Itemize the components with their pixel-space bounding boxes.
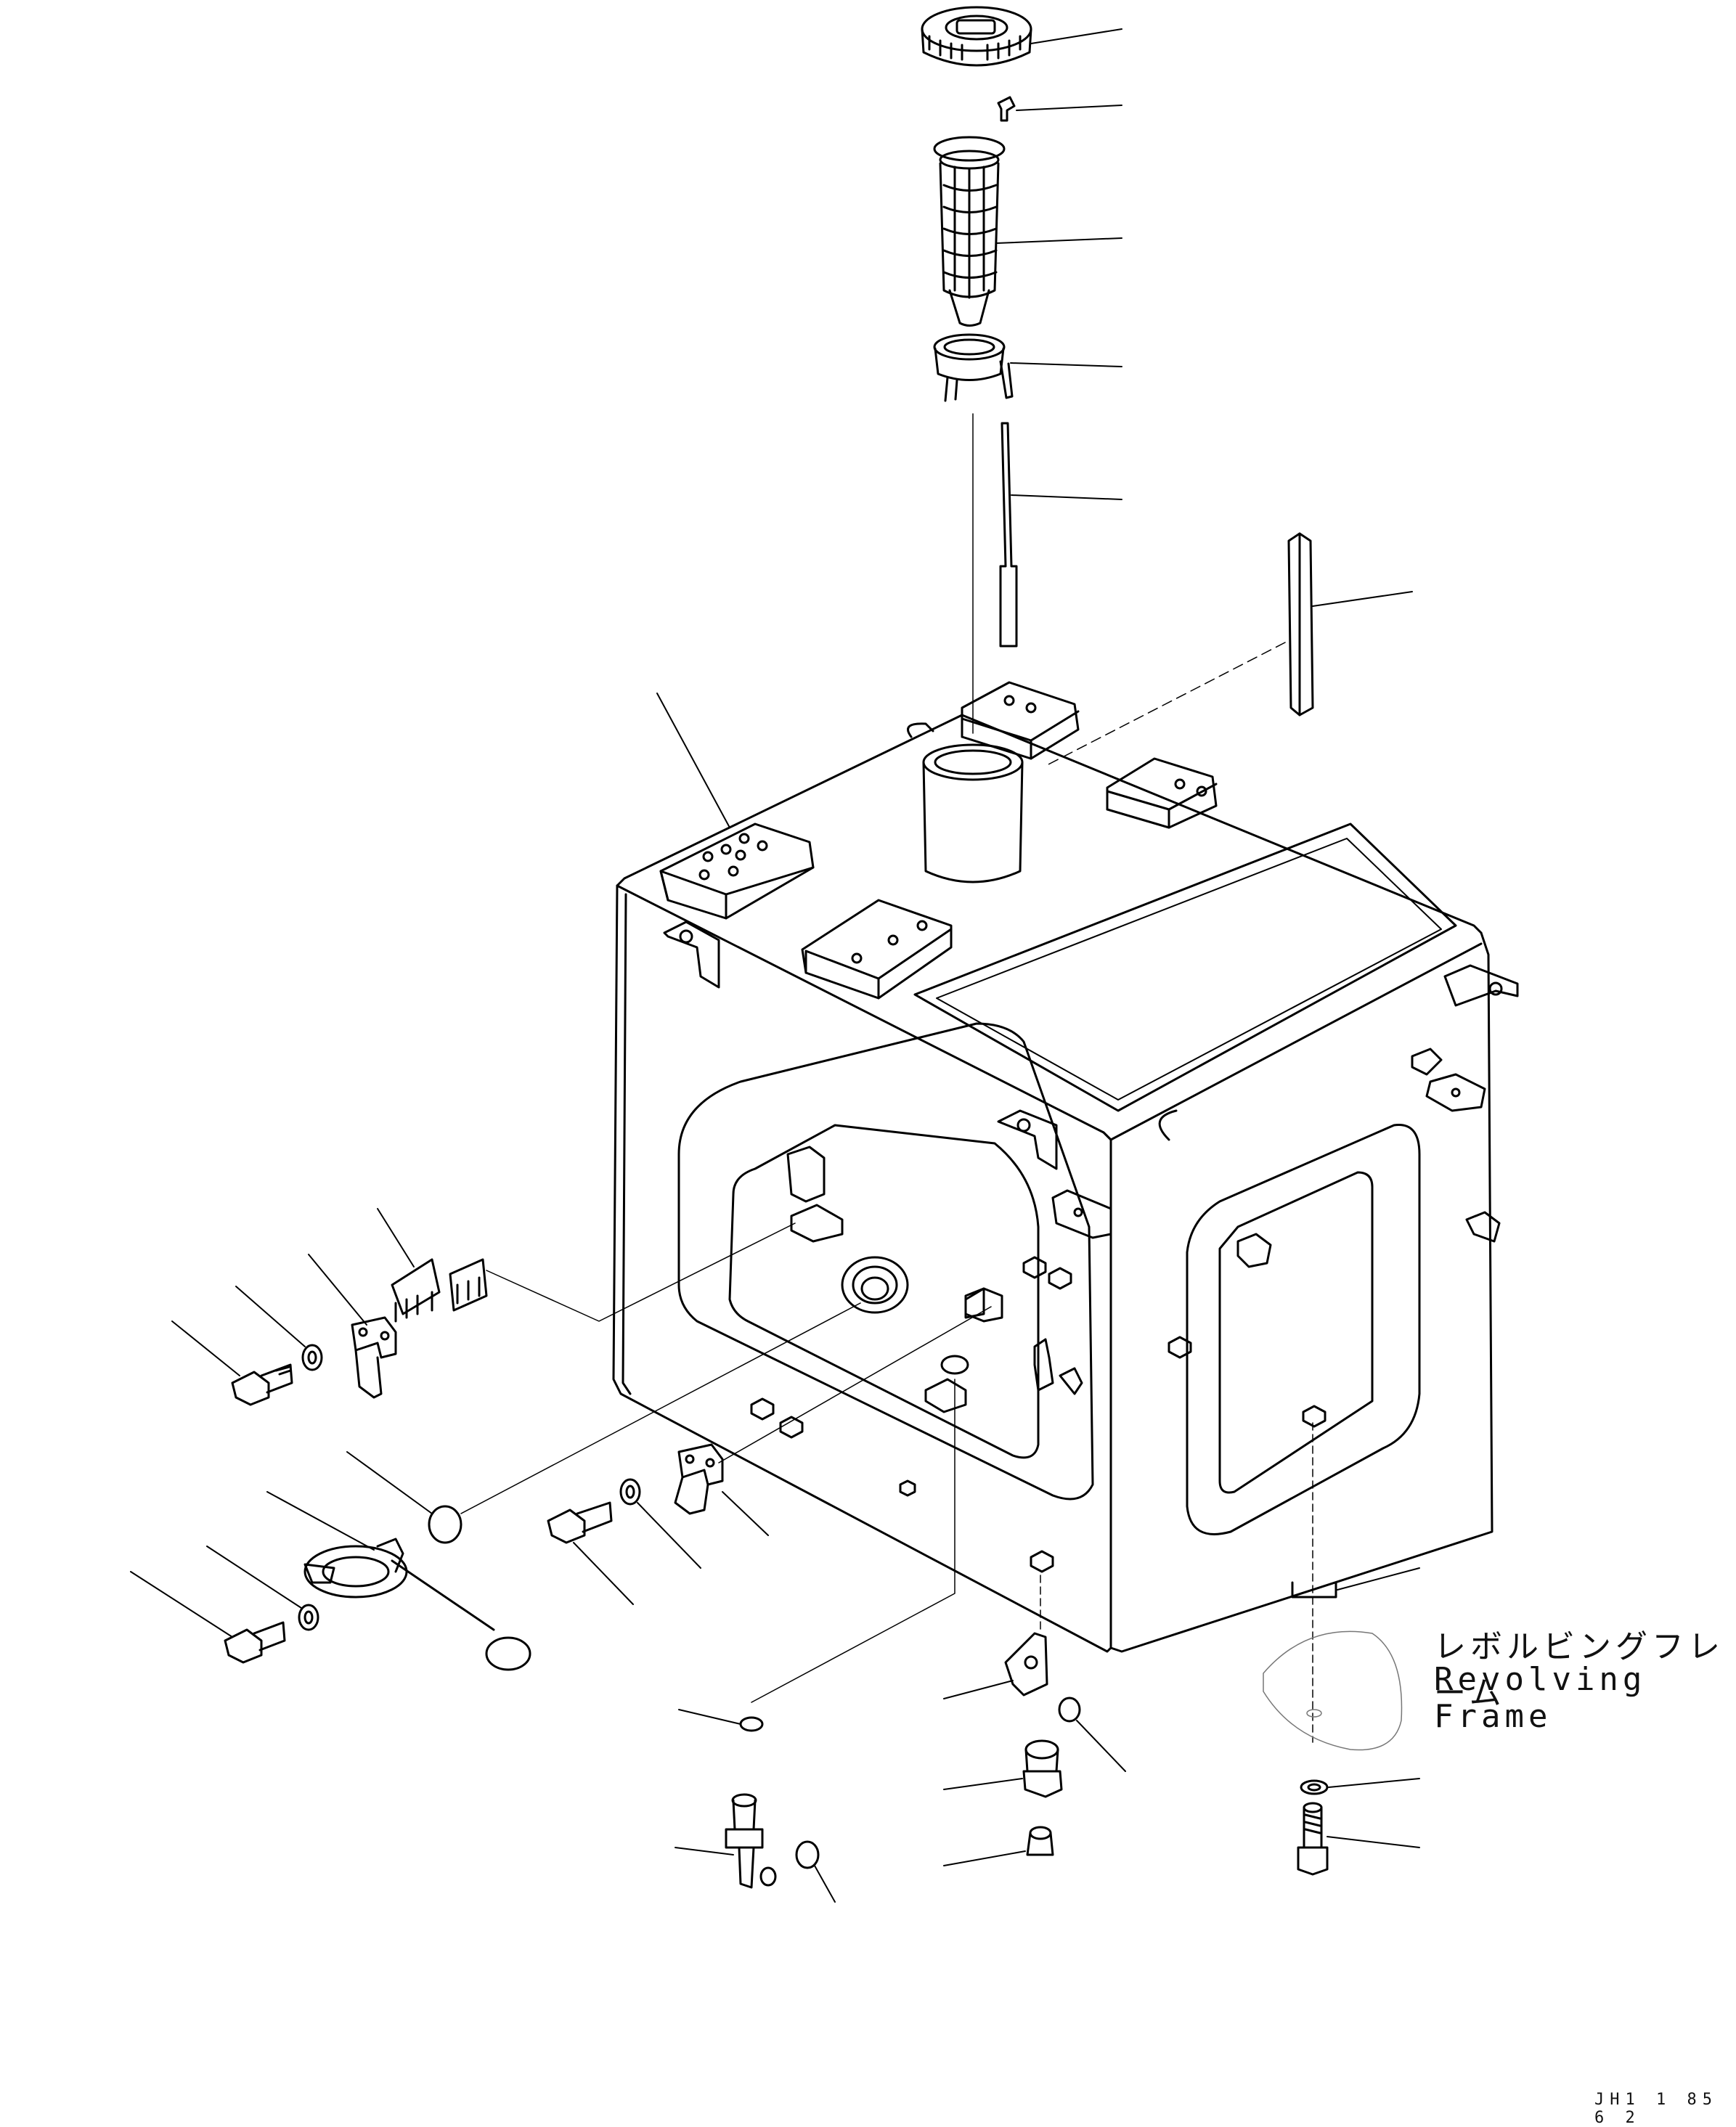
leader-line (1076, 1720, 1126, 1772)
leader-line (573, 1542, 634, 1605)
leader-line (678, 1709, 741, 1725)
clip (997, 96, 1016, 122)
leader-line (206, 1546, 302, 1609)
guide-line (718, 1306, 992, 1463)
guide-line (460, 1302, 861, 1514)
clamp-left (351, 1316, 397, 1399)
leader-line (722, 1491, 769, 1536)
cap-fitting (1026, 1826, 1054, 1856)
leader-line (943, 1778, 1023, 1790)
washer-middle (619, 1478, 641, 1506)
leader-line (235, 1286, 306, 1347)
leader-line (1328, 1778, 1420, 1788)
washer-left-upper (301, 1344, 323, 1371)
leader-line (1030, 28, 1122, 44)
leader-line (1010, 362, 1122, 367)
leader-line (308, 1254, 367, 1326)
plug-right (1058, 1697, 1081, 1723)
leader-line (377, 1208, 415, 1267)
leader-line (656, 693, 730, 828)
drain-valve (725, 1793, 777, 1889)
leader-line (814, 1865, 836, 1903)
leader-line (995, 237, 1122, 244)
cover-bar (1287, 532, 1314, 717)
drain-cover (428, 1505, 462, 1544)
seal-small (739, 1716, 764, 1732)
frame-label-jp: レボルビングフレーム (1434, 1628, 1724, 1712)
filler-ring (933, 333, 1014, 402)
leader-line (171, 1320, 240, 1376)
bracket-lower (1004, 1632, 1048, 1697)
washer-right (1300, 1779, 1329, 1795)
leader-line (1337, 1567, 1420, 1591)
plug-small (795, 1840, 820, 1869)
washer-left-lower (298, 1604, 319, 1631)
leader-line (346, 1451, 433, 1514)
bolt-left-lower (224, 1621, 286, 1664)
revolving-frame-outline (1263, 1630, 1403, 1751)
leader-line (675, 1847, 734, 1855)
leader-line (1011, 494, 1122, 500)
u-clip (1291, 1581, 1337, 1599)
leader-line (130, 1571, 233, 1638)
gauge-stick (999, 422, 1018, 648)
guide-line (751, 1379, 955, 1703)
leader-line (943, 1680, 1014, 1699)
leader-line (1327, 1836, 1420, 1848)
leader-line (943, 1850, 1026, 1866)
fuel-tank (612, 681, 1519, 1653)
elbow-fitting (1022, 1739, 1063, 1798)
strainer (933, 136, 1006, 327)
leader-line (1312, 591, 1413, 607)
shim-plates (391, 1258, 488, 1323)
bolt-left-upper (231, 1363, 293, 1406)
fuel-cap (921, 6, 1032, 67)
fuel-sender (303, 1538, 531, 1671)
leader-line (266, 1491, 375, 1551)
guide-line (486, 1222, 796, 1322)
bolt-right (1297, 1802, 1329, 1876)
drawing-code: JH1 1 85 6 2 (1594, 2091, 1718, 2127)
leader-line (637, 1502, 701, 1569)
dashed-guide (1045, 642, 1286, 767)
leader-line (1016, 105, 1122, 111)
bolt-middle (547, 1501, 613, 1544)
clamp-middle (674, 1443, 724, 1515)
frame-label-en: Revolving Frame (1434, 1661, 1647, 1735)
